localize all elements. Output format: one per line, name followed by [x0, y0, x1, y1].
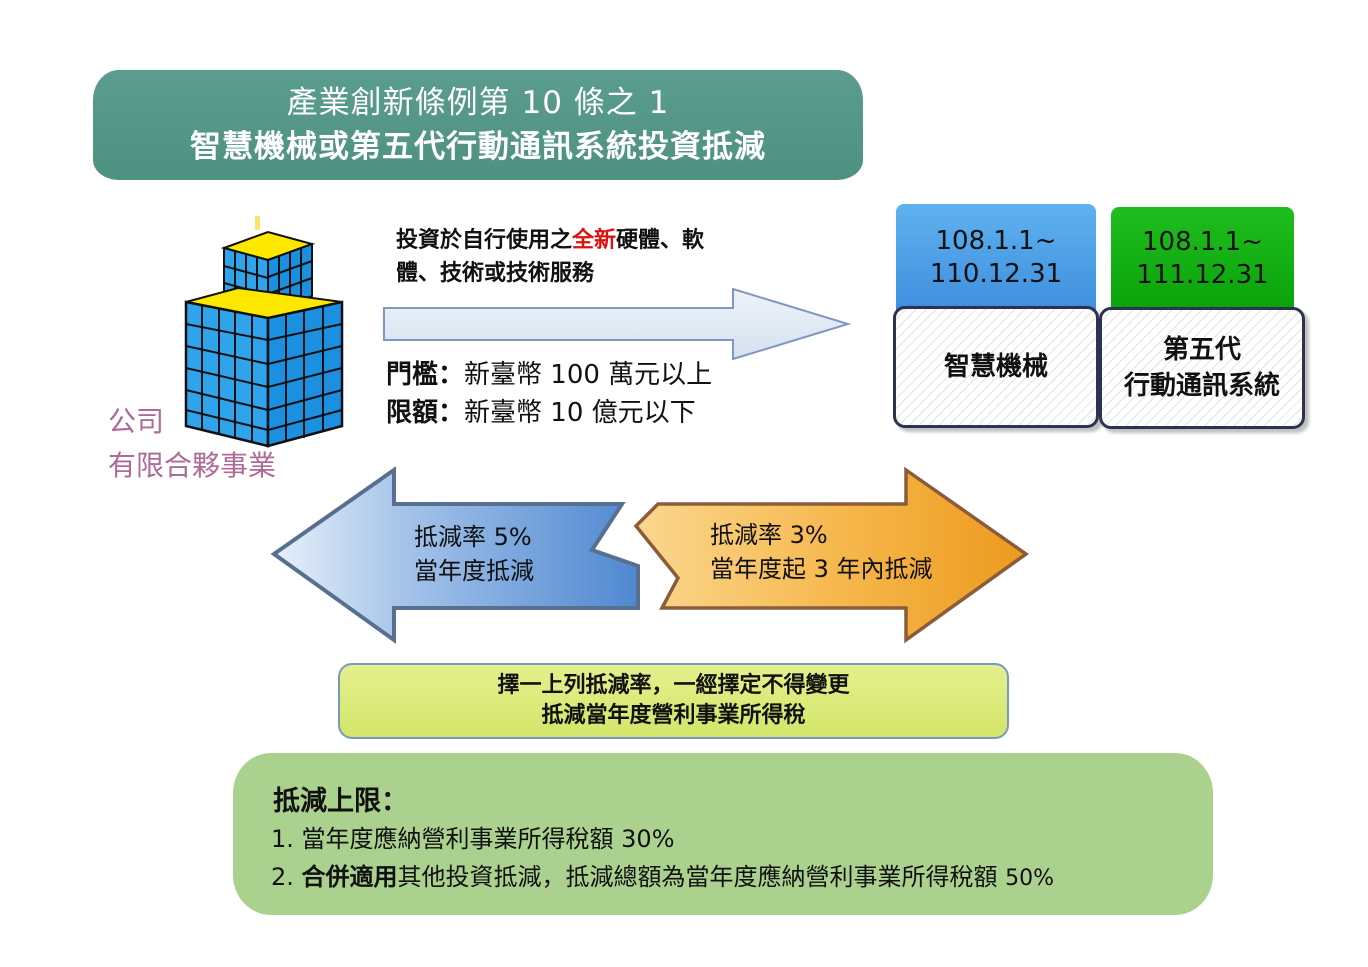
- investment-description: 投資於自行使用之全新硬體、軟 體、技術或技術服務: [396, 224, 776, 290]
- option-5-rate: 抵減率 5%: [414, 523, 532, 551]
- right-arrow-shape: [383, 287, 852, 361]
- smart-machinery-label: 智慧機械: [943, 352, 1048, 382]
- period-date-start: 108.1.1~: [1141, 226, 1264, 257]
- five-g-label-1: 第五代: [1162, 335, 1241, 365]
- limit-item-2: 2. 合併適用其他投資抵減，抵減總額為當年度應納營利事業所得稅額 50%: [271, 857, 1054, 892]
- limit-item-1: 1. 當年度應納營利事業所得稅額 30%: [271, 825, 675, 853]
- five-g-box: 第五代 行動通訊系統: [1099, 307, 1305, 429]
- investment-highlight: 全新: [572, 228, 617, 253]
- limit-label: 限額：: [386, 398, 465, 428]
- option-3-desc: 當年度起 3 年內抵減: [710, 555, 933, 583]
- threshold-value: 新臺幣 100 萬元以上: [464, 360, 713, 390]
- option-arrows: [270, 466, 1030, 644]
- five-g-period: 108.1.1~ 111.12.31: [1111, 207, 1294, 310]
- choose-rate-box: 擇一上列抵減率，一經擇定不得變更 抵減當年度營利事業所得稅: [338, 663, 1009, 739]
- threshold-row: 門檻：新臺幣 100 萬元以上: [386, 356, 712, 394]
- limit-heading: 抵減上限：: [273, 786, 408, 817]
- option-5-desc: 當年度抵減: [414, 557, 534, 585]
- option-3-rate: 抵減率 3%: [710, 521, 828, 549]
- period-date-start: 108.1.1~: [935, 226, 1057, 256]
- limit-item-2-pct: 50%: [1005, 866, 1055, 891]
- smart-machinery-period: 108.1.1~ 110.12.31: [896, 204, 1096, 312]
- right-arrow-option-shape: [633, 466, 1030, 644]
- threshold-label: 門檻：: [386, 360, 465, 390]
- five-g-label-2: 行動通訊系統: [1123, 371, 1280, 401]
- thresholds: 門檻：新臺幣 100 萬元以上 限額：新臺幣 10 億元以下: [386, 356, 712, 432]
- limit-item-2-text: 其他投資抵減，抵減總額為當年度應納營利事業所得稅額: [397, 863, 1006, 891]
- limit-row: 限額：新臺幣 10 億元以下: [386, 394, 712, 432]
- left-arrow-shape: [270, 466, 640, 644]
- title-banner: 產業創新條例第 10 條之 1 智慧機械或第五代行動通訊系統投資抵減: [93, 70, 863, 180]
- deduction-limit-box: 抵減上限： 1. 當年度應納營利事業所得稅額 30% 2. 合併適用其他投資抵減…: [233, 753, 1213, 915]
- investment-line-1: 投資於自行使用之全新硬體、軟: [396, 224, 776, 257]
- investment-suffix: 硬體、軟: [616, 228, 705, 253]
- building-icon: [184, 216, 344, 448]
- investment-line-2: 體、技術或技術服務: [396, 261, 595, 286]
- option-5-percent: 抵減率 5% 當年度抵減: [414, 520, 534, 588]
- title-line-2: 智慧機械或第五代行動通訊系統投資抵減: [190, 129, 766, 165]
- choose-line-1: 擇一上列抵減率，一經擇定不得變更: [497, 673, 850, 698]
- period-date-end: 110.12.31: [929, 259, 1063, 289]
- period-date-end: 111.12.31: [1136, 259, 1269, 290]
- option-3-percent: 抵減率 3% 當年度起 3 年內抵減: [710, 518, 933, 586]
- limit-item-2-prefix: 2.: [271, 863, 302, 891]
- title-line-1: 產業創新條例第 10 條之 1: [286, 85, 670, 121]
- smart-machinery-box: 智慧機械: [893, 306, 1099, 428]
- choose-line-2: 抵減當年度營利事業所得稅: [541, 703, 806, 728]
- entity-label: 公司 有限合夥事業: [108, 400, 276, 488]
- investment-prefix: 投資於自行使用之: [396, 228, 573, 253]
- entity-company: 公司: [108, 405, 165, 438]
- limit-item-2-bold: 合併適用: [301, 863, 398, 891]
- limit-value: 新臺幣 10 億元以下: [464, 398, 696, 428]
- entity-partnership: 有限合夥事業: [108, 449, 277, 482]
